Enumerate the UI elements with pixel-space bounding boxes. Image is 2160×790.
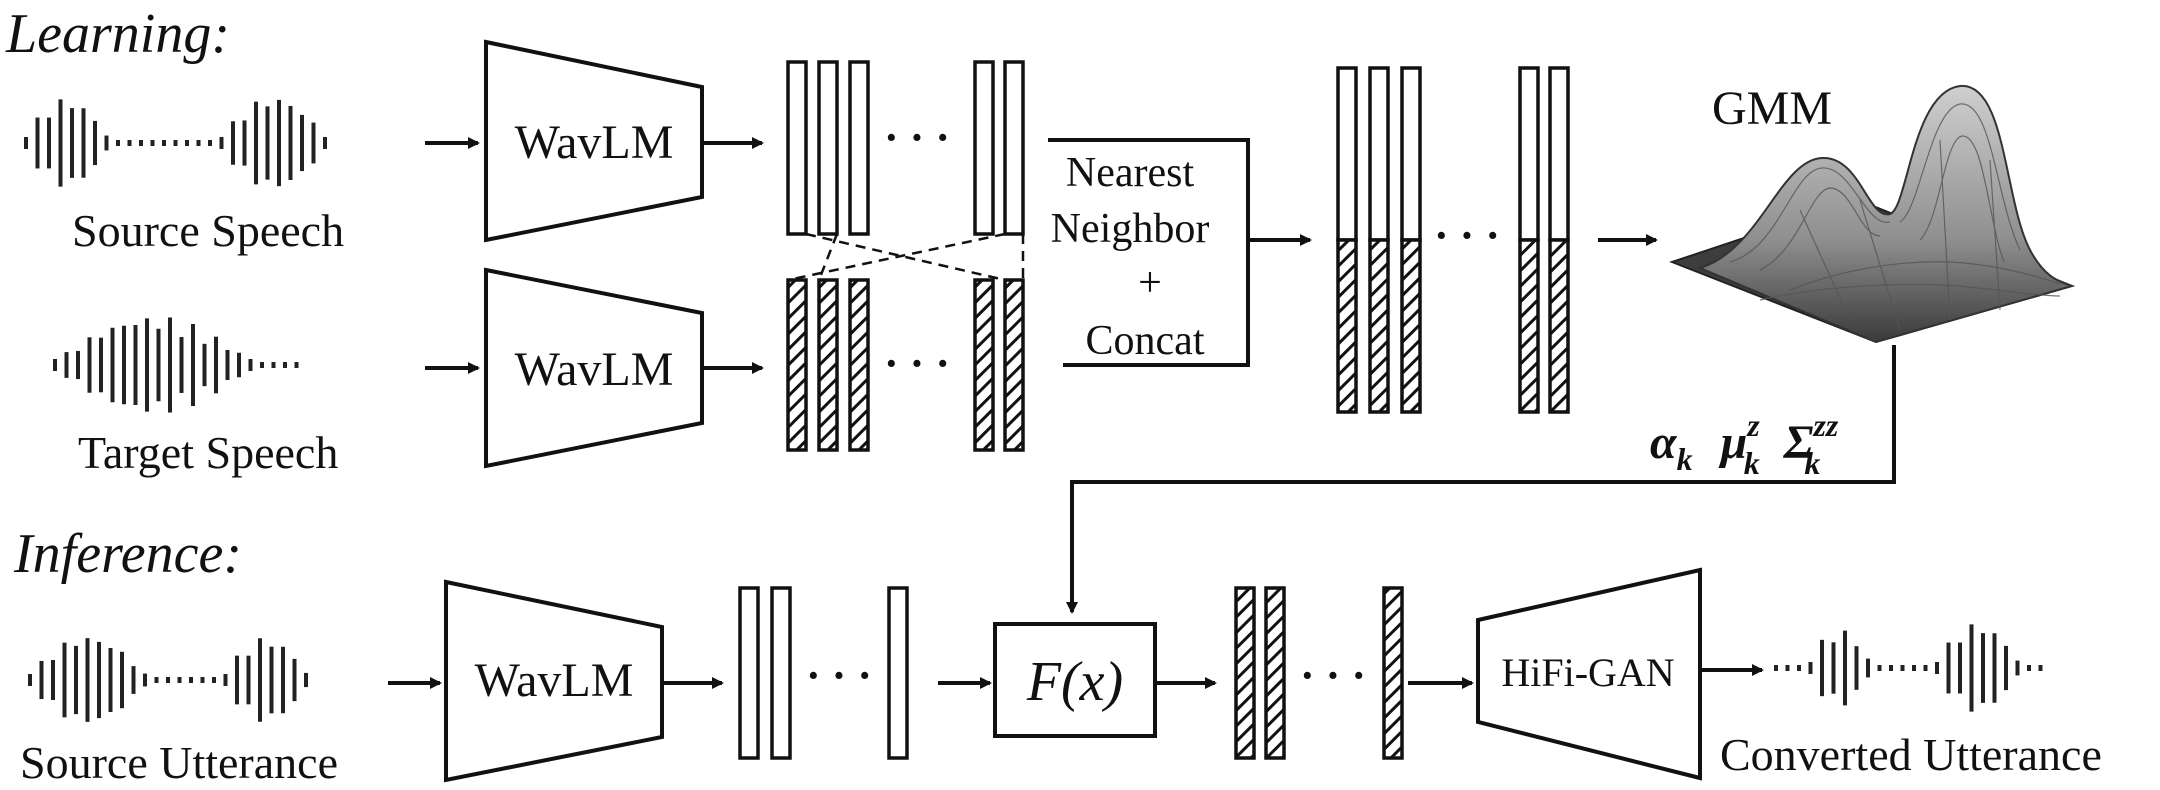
feature-column-hatched [848,278,870,452]
wavlm-top-label: WavLM [515,116,674,169]
param-alpha: α [1650,416,1678,469]
concat-column [1336,66,1358,414]
feature-column [738,586,760,760]
converted-utterance-waveform [1774,624,2043,712]
concatenated-feature-columns [1336,66,1570,414]
feature-column [887,586,909,760]
feature-column [973,60,995,236]
hifigan-label: HiFi-GAN [1501,650,1674,695]
feature-column-hatched [817,278,839,452]
target-feature-columns [786,278,1025,452]
nn-line-nearest: Nearest [1066,150,1195,196]
feature-column-hatched [1382,586,1404,760]
source-speech-waveform [24,99,327,187]
param-sigma-sup: zz [1812,407,1838,443]
nearest-neighbor-matching-lines [787,232,1025,282]
target-speech-label: Target Speech [78,427,338,478]
inference-feature-columns [738,586,909,760]
learning-section-title: Learning: [5,3,230,65]
feature-column-hatched [973,278,995,452]
feature-column [1003,60,1025,236]
target-speech-waveform [53,317,299,413]
feature-column-hatched [786,278,808,452]
hifigan-vocoder [1476,567,1702,781]
concat-column [1518,66,1540,414]
inference-features-ellipsis: · · · [806,651,872,700]
concat-column [1368,66,1390,414]
feature-column [848,60,870,236]
feature-column-hatched [1003,278,1025,452]
param-sigma: Σ [1783,416,1814,469]
wavlm-encoder-bottom [484,267,704,469]
feature-column-hatched [1264,586,1286,760]
wavlm-encoder-inference [444,579,664,783]
param-mu-sub: k [1744,445,1760,481]
param-sigma-sub: k [1804,445,1820,481]
conversion-function-box [993,622,1157,738]
param-alpha-sub: k [1677,441,1693,477]
inference-section-title: Inference: [13,523,242,585]
source-utterance-waveform [28,638,308,722]
param-mu: μ [1718,416,1748,469]
converted-features-ellipsis: · · · [1300,651,1366,700]
concat-features-ellipsis: · · · [1434,211,1500,260]
converted-feature-columns [1234,586,1404,760]
wavlm-bottom-label: WavLM [515,343,674,396]
feature-column-hatched [1234,586,1256,760]
gmm-label: GMM [1712,82,1832,135]
concat-column [1548,66,1570,414]
source-utterance-label: Source Utterance [20,737,338,788]
converted-utterance-label: Converted Utterance [1720,729,2102,780]
source-speech-label: Source Speech [72,205,344,256]
concat-column [1400,66,1422,414]
wavlm-inference-label: WavLM [475,654,634,707]
gmm-parameter-line [1066,345,1896,614]
nn-line-plus: + [1138,260,1162,306]
gmm-surface-plot [1669,84,2076,344]
source-feature-columns [786,60,1025,236]
wavlm-encoder-top [484,39,704,243]
nn-line-concat: Concat [1086,318,1205,364]
nn-line-neighbor: Neighbor [1051,206,1210,252]
nn-concat-bracket [1048,138,1250,367]
target-features-ellipsis: · · · [884,339,950,388]
source-features-ellipsis: · · · [884,113,950,162]
feature-column [770,586,792,760]
feature-column [817,60,839,236]
feature-column [786,60,808,236]
conversion-function-label: F(x) [1026,651,1123,713]
param-mu-sup: z [1746,407,1760,443]
